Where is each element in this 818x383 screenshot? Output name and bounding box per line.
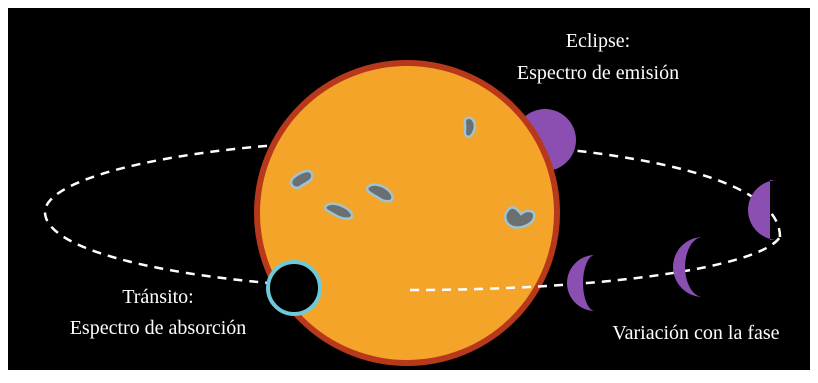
- eclipse-subtitle: Espectro de emisión: [517, 62, 679, 84]
- transit-subtitle: Espectro de absorción: [70, 317, 247, 339]
- phase-variation-label: Variación con la fase: [612, 322, 779, 344]
- transit-title: Tránsito:: [122, 286, 194, 308]
- sunspot-icon: [465, 118, 475, 137]
- transit-planet-icon: [268, 262, 320, 314]
- eclipse-title: Eclipse:: [566, 30, 630, 52]
